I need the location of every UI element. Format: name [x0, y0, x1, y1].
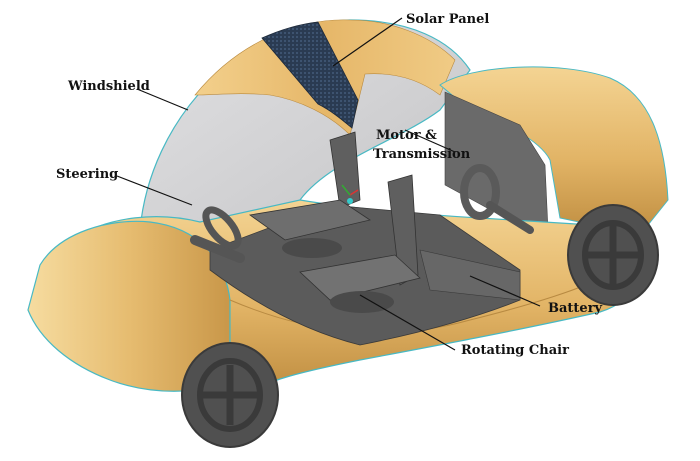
front-steering-wheel — [202, 206, 242, 250]
back-seat-pedestal — [282, 238, 342, 258]
axis-x — [349, 189, 359, 196]
front-steering-column — [190, 235, 245, 263]
solar-panel — [261, 21, 359, 129]
label-solar-panel: Solar Panel — [406, 12, 490, 27]
back-seat-base — [248, 199, 371, 241]
rear-steering-column — [486, 201, 534, 234]
leader-battery — [469, 275, 541, 307]
label-battery: Battery — [548, 301, 603, 316]
leader-windshield — [136, 88, 189, 111]
label-motor-line1: Motor & — [376, 128, 437, 143]
battery-block — [419, 249, 521, 301]
rear-steering-wheel — [460, 164, 500, 220]
front-wheel — [181, 342, 279, 448]
front-seat-rest — [387, 174, 419, 286]
leader-rotating-chair — [359, 294, 456, 351]
label-steering: Steering — [56, 167, 119, 182]
body-crease — [229, 269, 621, 334]
back-seat-rest — [329, 131, 361, 209]
axis-origin — [347, 198, 353, 204]
label-motor-line2: Transmission — [373, 147, 471, 162]
axis-y — [341, 184, 351, 196]
front-fender — [27, 220, 231, 392]
leader-motor — [404, 129, 456, 153]
leader-steering — [116, 175, 193, 206]
front-seat-pedestal — [330, 291, 394, 313]
rear-wheel — [567, 204, 659, 306]
leader-solar-panel — [332, 17, 403, 67]
label-windshield: Windshield — [68, 79, 150, 94]
label-rotating-chair: Rotating Chair — [461, 343, 569, 358]
front-seat-base — [299, 254, 421, 301]
